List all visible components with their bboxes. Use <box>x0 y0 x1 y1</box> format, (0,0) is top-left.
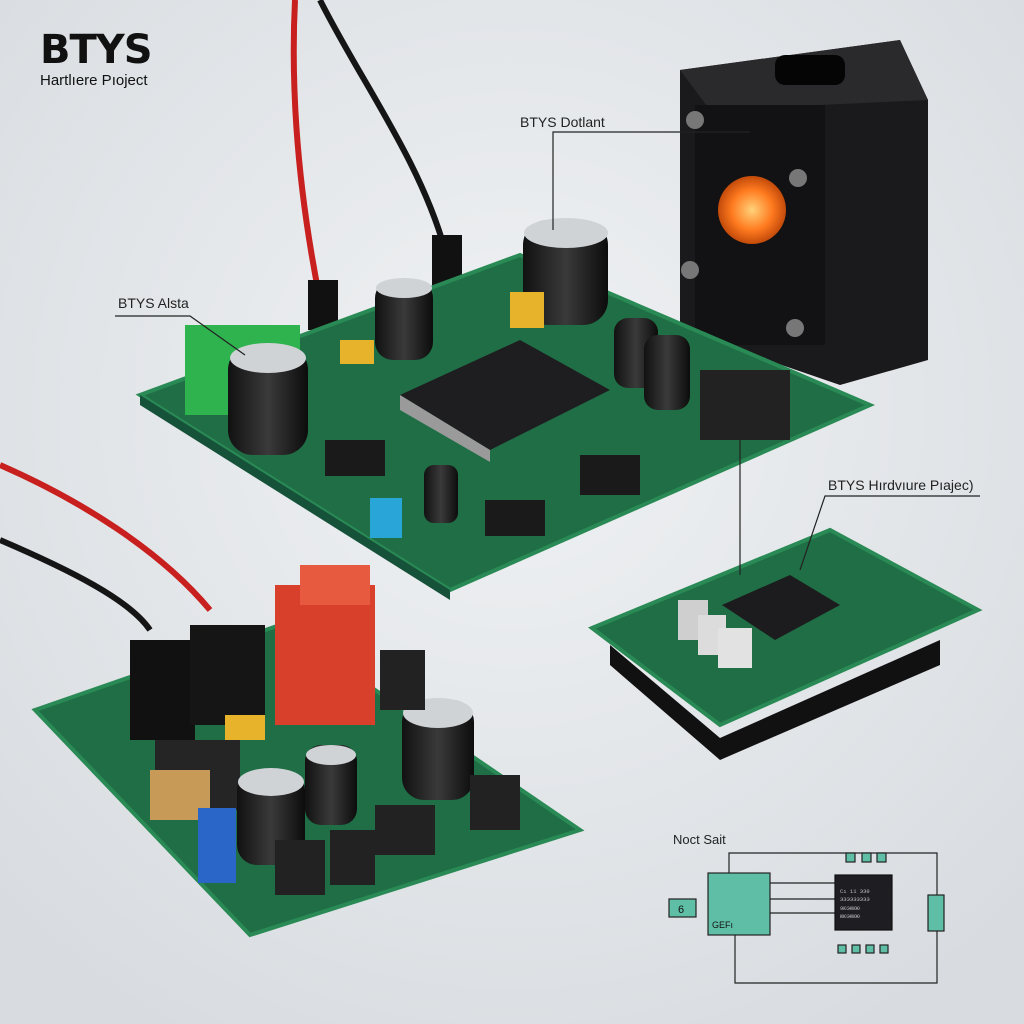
schematic-left-block-label: 6 <box>678 904 684 916</box>
chip-text: 9ЮЭЮЮЮ <box>840 905 861 912</box>
small-pcb <box>588 527 983 760</box>
black-enclosure <box>680 40 928 385</box>
red-wire <box>0 462 213 612</box>
bottom-left-pcb <box>31 565 585 938</box>
callout-terminal: BTYS Alsta <box>118 295 189 311</box>
connector <box>308 280 338 330</box>
black-wire <box>317 0 448 251</box>
black-wire <box>0 537 153 632</box>
brand-title: BTYS <box>40 27 153 73</box>
callout-line <box>115 315 246 356</box>
red-wire <box>290 0 323 301</box>
callout-line <box>799 495 980 571</box>
brand-subtitle: Hartlıere Pıoject <box>40 72 148 89</box>
schematic-title: Noct Sait <box>673 832 726 847</box>
chip-text: ЮЮЭЮЮЮ <box>840 913 861 920</box>
callout-line <box>552 131 750 230</box>
brand-logo: BTYS Hartlıere Pıoject <box>40 27 153 89</box>
main-pcb <box>135 218 876 600</box>
circuit-schematic <box>668 852 945 984</box>
chip-text: ЭЭЭЭЭЭЭЭЭ <box>840 896 870 903</box>
callout-small-board: BTYS Hırdvıure Pıajec) <box>828 477 974 493</box>
orange-light <box>718 176 786 244</box>
schematic-ic-label: GEFı <box>712 920 733 930</box>
callout-enclosure: BTYS Dotlant <box>520 114 605 130</box>
chip-text: Cı 11 ЭЭ9 <box>840 888 870 895</box>
